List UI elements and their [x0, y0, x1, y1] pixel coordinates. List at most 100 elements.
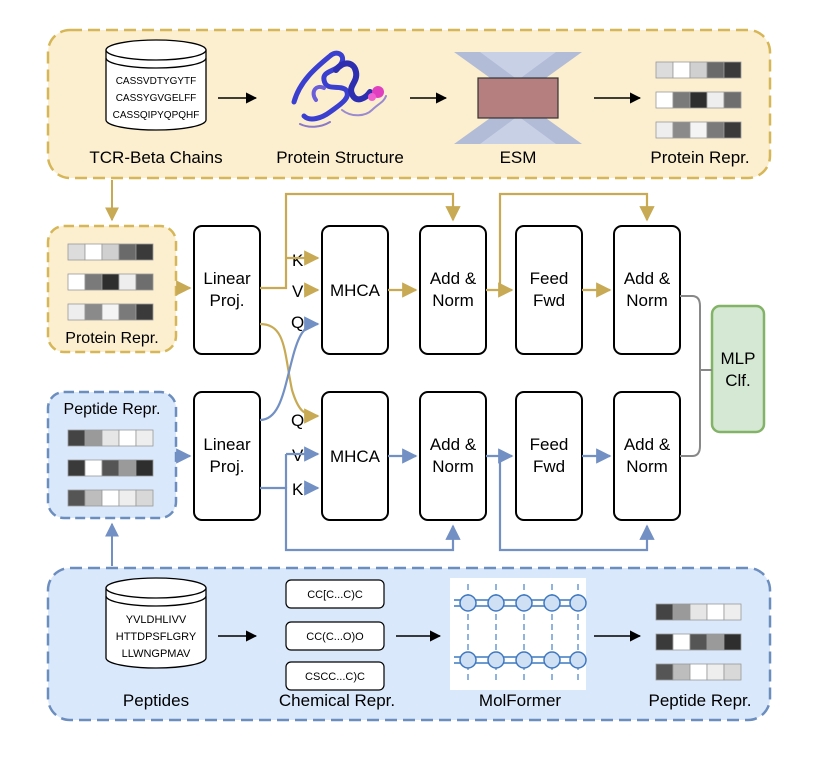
- esm-model-icon: [454, 52, 582, 144]
- add-norm-bottom-2: [613, 391, 681, 521]
- add-norm-top-1-label-1: Add &: [430, 269, 477, 288]
- embedding-cell: [67, 489, 86, 507]
- embedding-cell: [67, 243, 86, 261]
- embedding-cell: [672, 603, 691, 621]
- molformer-node: [487, 594, 505, 612]
- embedding-cell: [101, 243, 120, 261]
- peptide-pipeline-panel: [46, 566, 772, 722]
- smiles-box-3: [285, 661, 385, 691]
- feed-fwd-top-label-1: Feed: [530, 269, 569, 288]
- embedding-cell: [723, 121, 742, 139]
- linear-proj-bottom-label-1: Linear: [203, 435, 251, 454]
- embedding-cell: [706, 603, 725, 621]
- protein-structure-label: Protein Structure: [276, 148, 404, 167]
- embedding-cell: [101, 273, 120, 291]
- mlp-label-1: MLP: [721, 349, 756, 368]
- embedding-cell: [84, 489, 103, 507]
- embedding-cell: [706, 663, 725, 681]
- embedding-cell: [84, 303, 103, 321]
- add-norm-top-2: [613, 225, 681, 355]
- peptide-repr-input-label: Peptide Repr.: [64, 401, 161, 418]
- tcr-chains-label: TCR-Beta Chains: [89, 148, 222, 167]
- mhca-top-label: MHCA: [330, 281, 381, 300]
- embedding-cell: [118, 489, 137, 507]
- bottom-input-k: K: [292, 480, 304, 499]
- bottom-input-q: Q: [291, 411, 304, 430]
- embedding-cell: [101, 489, 120, 507]
- peptides-label: Peptides: [123, 691, 189, 710]
- linear-proj-top-label-2: Proj.: [210, 291, 245, 310]
- embedding-cell: [689, 633, 708, 651]
- embedding-cell: [67, 429, 86, 447]
- smiles-box-1: [285, 579, 385, 609]
- add-norm-bottom-1: [419, 391, 487, 521]
- tcr-database-icon: [105, 39, 207, 131]
- molformer-node: [569, 651, 587, 669]
- feed-fwd-bottom-label-2: Fwd: [533, 457, 565, 476]
- mlp-classifier: [710, 304, 766, 434]
- tcr-sequence-1: CASSVDTYGYTF: [116, 76, 197, 87]
- embedding-cell: [706, 633, 725, 651]
- molformer-node: [515, 594, 533, 612]
- embedding-cell: [672, 663, 691, 681]
- peptide-database-icon: [105, 577, 207, 669]
- add-norm-top-1: [419, 225, 487, 355]
- protein-repr-grid: [67, 243, 154, 321]
- linear-proj-top: [193, 225, 261, 355]
- embedding-cell: [723, 61, 742, 79]
- embedding-cell: [672, 121, 691, 139]
- molformer-node: [543, 594, 561, 612]
- embedding-cell: [118, 303, 137, 321]
- smiles-3: CSCC...C)C: [305, 671, 365, 683]
- embedding-cell: [118, 429, 137, 447]
- protein-repr-output: [655, 61, 742, 139]
- embedding-cell: [84, 429, 103, 447]
- embedding-cell: [689, 91, 708, 109]
- protein-pipeline-panel: [46, 28, 772, 180]
- add-norm-bottom-2-label-1: Add &: [624, 435, 671, 454]
- embedding-cell: [135, 303, 154, 321]
- peptide-repr-output: [655, 603, 742, 681]
- embedding-cell: [118, 243, 137, 261]
- molformer-node: [459, 594, 477, 612]
- add-norm-top-1-label-2: Norm: [432, 291, 474, 310]
- linear-proj-bottom: [193, 391, 261, 521]
- peptide-repr-output-label: Peptide Repr.: [648, 691, 751, 710]
- peptide-sequence-2: HTTDPSFLGRY: [116, 631, 197, 643]
- smiles-2: CC(C...O)O: [306, 631, 364, 643]
- embedding-cell: [706, 91, 725, 109]
- embedding-cell: [706, 121, 725, 139]
- mlp-merge-connector: [680, 295, 712, 457]
- add-norm-top-2-label-2: Norm: [626, 291, 668, 310]
- esm-label: ESM: [500, 148, 537, 167]
- embedding-cell: [84, 459, 103, 477]
- embedding-cell: [672, 61, 691, 79]
- molformer-node: [569, 594, 587, 612]
- embedding-cell: [135, 489, 154, 507]
- embedding-cell: [118, 459, 137, 477]
- add-norm-top-2-label-1: Add &: [624, 269, 671, 288]
- embedding-cell: [706, 61, 725, 79]
- top-input-k: K: [292, 251, 304, 270]
- embedding-cell: [723, 91, 742, 109]
- embedding-cell: [689, 61, 708, 79]
- chemical-repr-label: Chemical Repr.: [279, 691, 395, 710]
- top-input-q: Q: [291, 313, 304, 332]
- embedding-cell: [135, 243, 154, 261]
- embedding-cell: [655, 121, 674, 139]
- peptide-sequence-3: LLWNGPMAV: [122, 648, 191, 660]
- embedding-cell: [723, 633, 742, 651]
- embedding-cell: [672, 91, 691, 109]
- bottom-input-v: V: [292, 446, 304, 465]
- feed-fwd-bottom-label-1: Feed: [530, 435, 569, 454]
- embedding-cell: [655, 663, 674, 681]
- embedding-cell: [689, 663, 708, 681]
- embedding-cell: [135, 429, 154, 447]
- embedding-cell: [101, 429, 120, 447]
- molformer-node: [515, 651, 533, 669]
- peptide-repr-grid: [67, 429, 154, 507]
- smiles-1: CC[C...C)C: [307, 589, 363, 601]
- protein-repr-output-label: Protein Repr.: [650, 148, 749, 167]
- embedding-cell: [723, 663, 742, 681]
